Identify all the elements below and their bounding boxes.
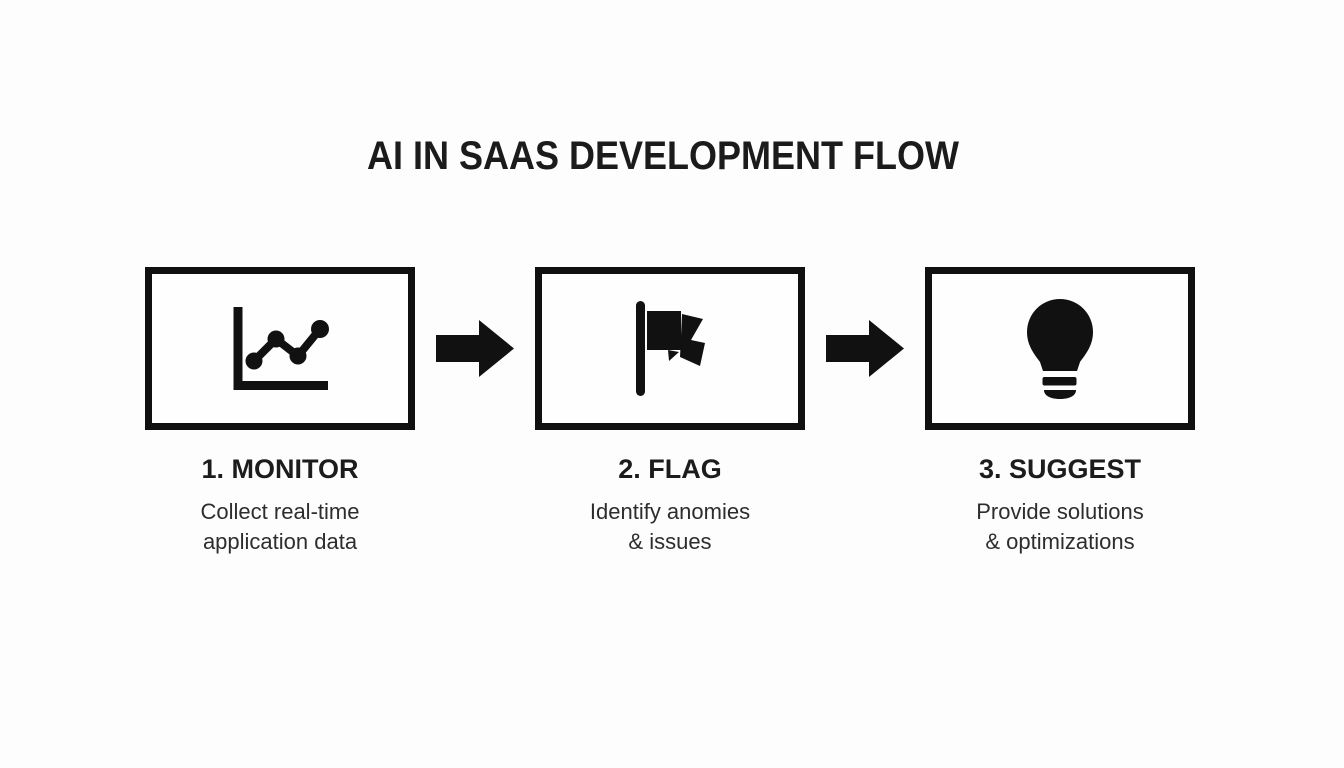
- step-description-line: Identify anomies: [589, 499, 751, 524]
- step-suggest: 3. SUGGEST Provide solutions & optimizat…: [925, 267, 1195, 557]
- step-description: Collect real-time application data: [201, 497, 360, 557]
- suggest-box: [925, 267, 1195, 430]
- step-monitor: 1. MONITOR Collect real-time application…: [145, 267, 415, 557]
- step-description-line: & optimizations: [985, 529, 1135, 554]
- step-description: Provide solutions & optimizations: [976, 497, 1144, 557]
- lightbulb-icon: [1027, 298, 1093, 399]
- step-description-line: application data: [202, 529, 358, 554]
- step-description: Identify anomies & issues: [590, 497, 750, 557]
- flag-icon: [636, 301, 705, 396]
- flow-arrow: [415, 267, 535, 430]
- step-description-line: Collect real-time: [200, 499, 360, 524]
- step-description-line: Provide solutions: [976, 499, 1144, 524]
- step-heading: 2. FLAG: [618, 454, 722, 484]
- line-chart-icon: [233, 306, 329, 390]
- flow-row: 1. MONITOR Collect real-time application…: [145, 267, 1195, 557]
- flow-arrow: [805, 267, 925, 430]
- step-heading: 1. MONITOR: [201, 454, 359, 484]
- flag-box: [535, 267, 805, 430]
- right-arrow-icon: [436, 320, 514, 377]
- step-flag: 2. FLAG Identify anomies & issues: [535, 267, 805, 557]
- diagram-title: AI IN SAAS DEVELOPMENT FLOW: [366, 134, 960, 178]
- monitor-box: [145, 267, 415, 430]
- right-arrow-icon: [826, 320, 904, 377]
- step-description-line: & issues: [628, 529, 712, 554]
- step-heading: 3. SUGGEST: [978, 454, 1142, 484]
